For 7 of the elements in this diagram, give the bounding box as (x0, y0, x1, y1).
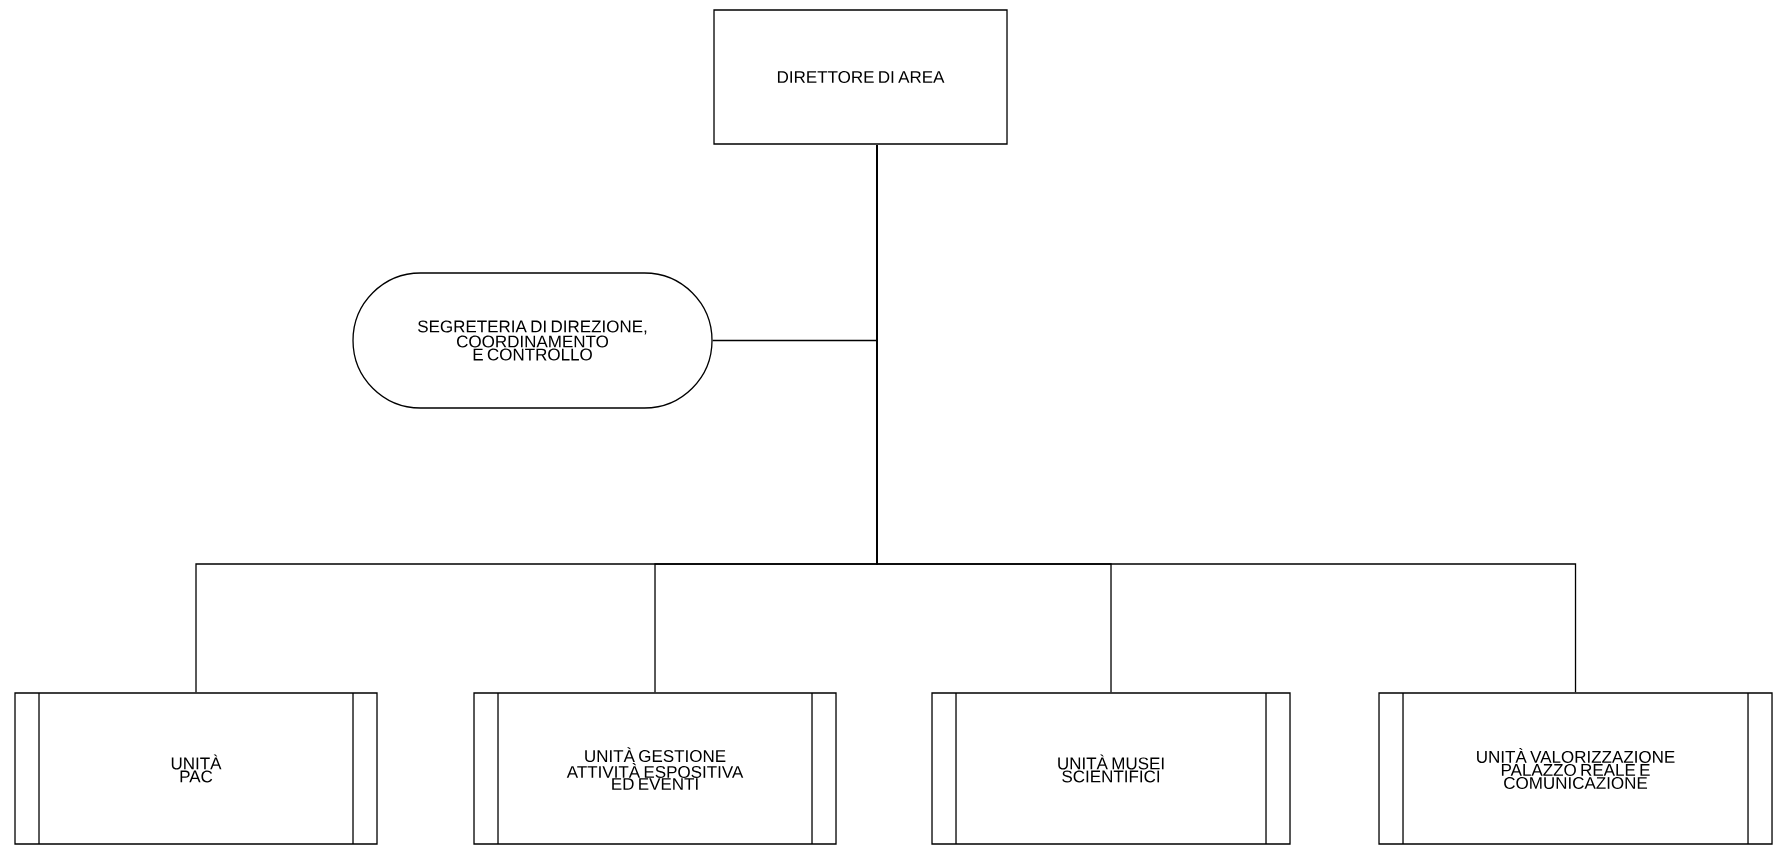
subprocess-box: UNITÀ GESTIONE ATTIVITÀ ESPOSITIVA ED EVENTI (473, 692, 837, 845)
rounded-box: SEGRETERIA DI DIREZIONE, COORDINAMENTO E CONTROLLO (352, 272, 713, 409)
process-box: DIRETTORE DI AREA (713, 9, 1008, 145)
subprocess-box: UNITÀ VALORIZZAZIONE PALAZZO REALE E COMUNICAZIONE (1378, 692, 1773, 845)
subprocess-box: UNITÀ MUSEI SCIENTIFICI (931, 692, 1291, 845)
subprocess-box: UNITÀ PAC (14, 692, 378, 845)
connector-line (876, 144, 1577, 693)
